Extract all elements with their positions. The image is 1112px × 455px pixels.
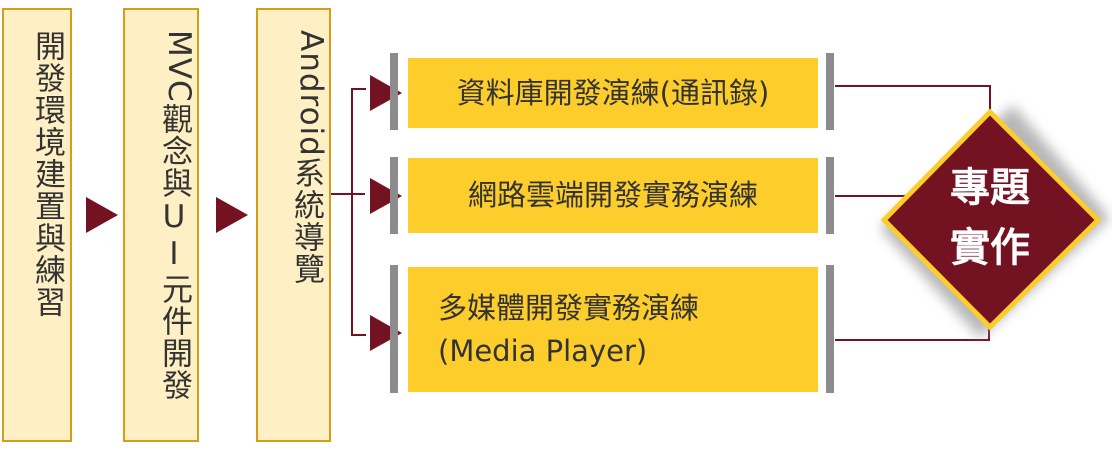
branch-arrow-1	[370, 75, 402, 111]
stage-box-1: 開發環境建置與練習	[2, 8, 72, 442]
stage-label-2-rest: 觀念與UI元件開發	[156, 102, 192, 401]
practice-box-2: 網路雲端開發實務演練	[408, 158, 818, 233]
stage-label-3-latin: Android	[293, 30, 329, 157]
practice-box-3: 多媒體開發實務演練 (Media Player)	[408, 267, 818, 392]
row-3-left-bar	[390, 265, 398, 393]
row-1-left-bar	[390, 53, 398, 130]
practice-label-2: 網路雲端開發實務演練	[467, 178, 758, 213]
practice-label-1: 資料庫開發演練(通訊錄)	[456, 75, 770, 110]
branch-arrow-3	[370, 315, 402, 351]
row-1-right-bar	[826, 53, 834, 130]
capstone-label: 專題 實作	[930, 158, 1050, 278]
branch-bracket	[330, 88, 366, 336]
stage-label-1: 開發環境建置與練習	[29, 30, 65, 318]
merge-lines	[835, 85, 991, 341]
capstone-line-1: 專題	[950, 165, 1030, 211]
practice-label-3a: 多媒體開發實務演練	[438, 291, 700, 326]
stage-arrow-1	[86, 197, 118, 233]
capstone-diamond	[880, 108, 1102, 331]
branch-arrow-2	[370, 178, 402, 214]
practice-box-1: 資料庫開發演練(通訊錄)	[408, 58, 818, 128]
practice-label-3b: (Media Player)	[438, 333, 648, 368]
row-2-right-bar	[826, 157, 834, 234]
row-3-right-bar	[826, 265, 834, 393]
row-2-left-bar	[390, 157, 398, 234]
stage-label-3-rest: 系統導覽	[288, 156, 324, 285]
stage-label-2-latin: MVC	[161, 30, 197, 103]
stage-arrow-2	[216, 197, 248, 233]
capstone-line-2: 實作	[950, 225, 1030, 271]
